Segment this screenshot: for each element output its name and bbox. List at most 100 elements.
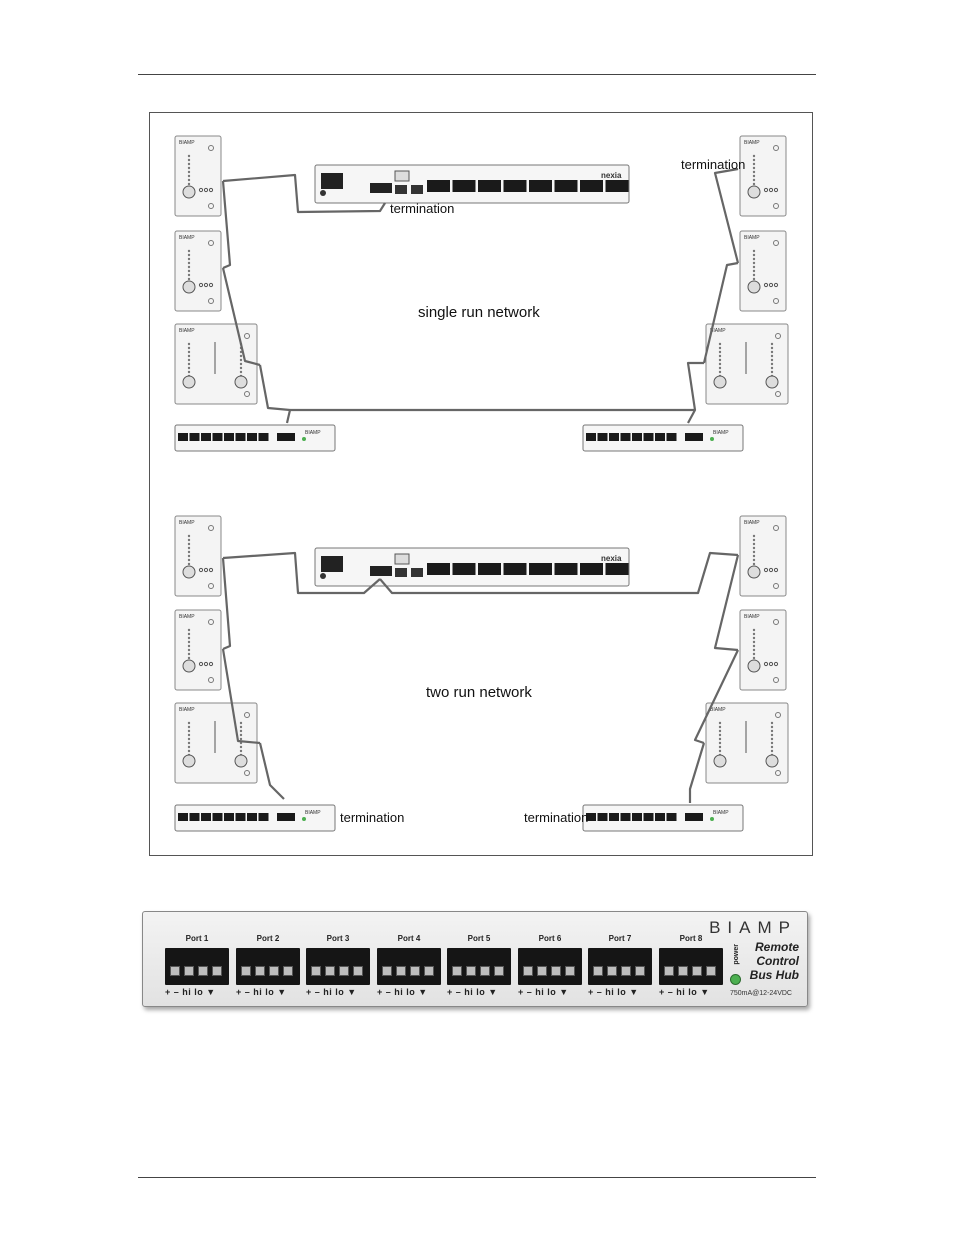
led-indicator-icon xyxy=(718,741,722,745)
audio-io-connector xyxy=(427,180,450,192)
connector-pin xyxy=(480,966,490,976)
port-pin-legend: + – hi lo ▼ xyxy=(236,987,287,997)
led-indicator-icon xyxy=(718,342,722,346)
rotary-knob-icon xyxy=(182,659,196,673)
hub-brand-logo: BIAMP xyxy=(305,810,321,816)
plate-brand-logo: BIAMP xyxy=(744,235,760,241)
led-indicator-icon xyxy=(718,745,722,749)
two-run-cable-left xyxy=(222,551,381,595)
connector-pin xyxy=(706,966,716,976)
led-indicator-icon xyxy=(770,729,774,733)
screw-icon xyxy=(208,583,214,589)
plate-brand-logo: BIAMP xyxy=(179,235,195,241)
audio-io-connector xyxy=(554,563,578,575)
button-icon xyxy=(773,282,779,288)
led-indicator-icon xyxy=(718,346,722,350)
led-indicator-icon xyxy=(752,534,756,538)
plate-brand-logo: BIAMP xyxy=(179,614,195,620)
power-led-icon xyxy=(302,817,306,821)
hub-port-connector xyxy=(685,813,703,821)
two-run-cable-right xyxy=(713,554,740,652)
audio-io-connector xyxy=(554,180,578,192)
hub-port-6: Port 6 + – hi lo ▼ xyxy=(518,934,582,997)
audio-io-connector xyxy=(529,563,552,575)
led-indicator-icon xyxy=(770,362,774,366)
hub-port-connector xyxy=(620,433,631,441)
screw-icon xyxy=(773,525,779,531)
connector-pin xyxy=(283,966,293,976)
led-indicator-icon xyxy=(187,632,191,636)
hub-port-connector xyxy=(224,813,234,821)
led-indicator-icon xyxy=(718,358,722,362)
hub-port-connector xyxy=(655,433,665,441)
led-indicator-icon xyxy=(187,749,191,753)
button-icon xyxy=(198,661,204,667)
led-indicator-icon xyxy=(187,741,191,745)
network-port-icon xyxy=(395,568,407,577)
two-run-title: two run network xyxy=(426,684,532,701)
single-run-termination-right: termination xyxy=(681,157,746,172)
port-connector xyxy=(447,948,511,985)
serial-port-icon xyxy=(394,170,410,182)
wall-control-plate xyxy=(739,515,787,597)
screw-icon xyxy=(775,333,781,339)
led-indicator-icon xyxy=(752,648,756,652)
button-icon xyxy=(198,282,204,288)
hub-port-connector xyxy=(620,813,631,821)
network-port-icon xyxy=(395,185,407,194)
hub-port-connector xyxy=(189,433,200,441)
port-connector xyxy=(377,948,441,985)
wall-control-plate xyxy=(174,135,222,217)
audio-io-connector xyxy=(478,563,501,575)
hub-title: Remote Control Bus Hub xyxy=(719,940,799,982)
port-label: Port 5 xyxy=(467,934,491,943)
rotary-knob-icon xyxy=(713,754,727,768)
led-indicator-icon xyxy=(187,166,191,170)
footer-rule xyxy=(138,1177,816,1178)
led-indicator-icon xyxy=(752,554,756,558)
single-run-cable xyxy=(290,408,697,424)
connector-pin xyxy=(537,966,547,976)
led-indicator-icon xyxy=(187,546,191,550)
led-indicator-icon xyxy=(770,737,774,741)
led-indicator-icon xyxy=(187,253,191,257)
button-icon xyxy=(763,187,769,193)
port-connector xyxy=(588,948,652,985)
led-indicator-icon xyxy=(187,362,191,366)
led-indicator-icon xyxy=(752,166,756,170)
single-run-title: single run network xyxy=(418,304,540,321)
single-run-cable xyxy=(285,409,292,424)
led-indicator-icon xyxy=(718,362,722,366)
port-label: Port 8 xyxy=(679,934,703,943)
hub-port-connector xyxy=(178,433,188,441)
screw-icon xyxy=(775,712,781,718)
plate-brand-logo: BIAMP xyxy=(710,328,726,334)
rotary-knob-icon xyxy=(747,659,761,673)
connector-pin xyxy=(692,966,702,976)
port-connector xyxy=(659,948,723,985)
led-indicator-icon xyxy=(718,733,722,737)
led-indicator-icon xyxy=(187,366,191,370)
led-indicator-icon xyxy=(770,366,774,370)
hub-port-connector xyxy=(586,813,596,821)
led-indicator-icon xyxy=(752,273,756,277)
port-pin-legend: + – hi lo ▼ xyxy=(588,987,639,997)
led-indicator-icon xyxy=(752,542,756,546)
rotary-knob-icon xyxy=(182,185,196,199)
led-indicator-icon xyxy=(187,652,191,656)
led-indicator-icon xyxy=(187,542,191,546)
led-indicator-icon xyxy=(752,158,756,162)
screw-icon xyxy=(773,145,779,151)
hub-port-connector xyxy=(643,433,654,441)
two-run-cable-left xyxy=(221,648,261,745)
two-run-termination-left: termination xyxy=(340,810,405,825)
led-indicator-icon xyxy=(187,354,191,358)
hub-port-connector xyxy=(212,433,223,441)
led-indicator-icon xyxy=(770,733,774,737)
audio-io-connector xyxy=(580,180,603,192)
led-indicator-icon xyxy=(187,562,191,566)
rotary-knob-icon xyxy=(713,375,727,389)
led-indicator-icon xyxy=(187,265,191,269)
port-label: Port 4 xyxy=(397,934,421,943)
port-connector xyxy=(165,948,229,985)
